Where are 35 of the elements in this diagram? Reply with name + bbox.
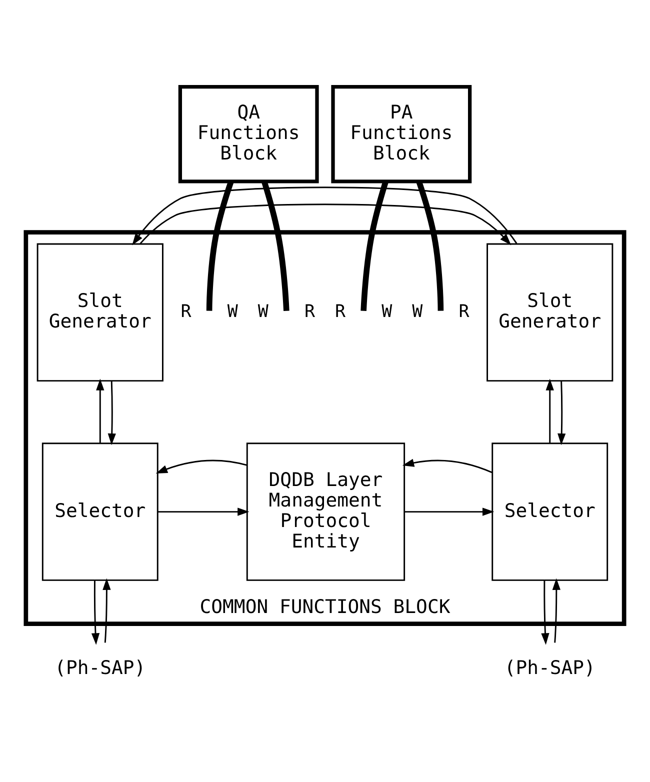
arrow bbox=[91, 580, 100, 645]
node-box: Slot Generator bbox=[36, 243, 164, 382]
node-box: Slot Generator bbox=[486, 243, 614, 382]
arrow bbox=[541, 580, 550, 645]
arrow bbox=[546, 378, 554, 443]
label: W bbox=[227, 302, 238, 322]
arrow bbox=[552, 578, 560, 643]
arrow bbox=[402, 458, 492, 474]
node-box: DQDB Layer Management Protocol Entity bbox=[246, 442, 406, 581]
label: R bbox=[458, 302, 470, 322]
connector bbox=[360, 181, 388, 311]
arrow bbox=[96, 378, 104, 443]
arrow bbox=[140, 204, 512, 246]
node-text: (Ph-SAP) bbox=[54, 656, 146, 679]
arrow bbox=[156, 460, 248, 474]
arrow bbox=[132, 186, 518, 246]
node-box: PA Functions Block bbox=[331, 85, 472, 184]
label: W bbox=[412, 302, 423, 322]
arrow bbox=[158, 508, 250, 516]
label: W bbox=[258, 302, 268, 322]
node-box: QA Functions Block bbox=[178, 85, 319, 184]
node-box: Selector bbox=[42, 442, 158, 581]
label: R bbox=[180, 302, 192, 322]
connector bbox=[416, 180, 444, 311]
connector bbox=[206, 180, 234, 311]
connector bbox=[262, 181, 290, 311]
label: R bbox=[335, 302, 346, 322]
arrow bbox=[102, 578, 111, 643]
node-text: (Ph-SAP) bbox=[504, 656, 596, 679]
arrow bbox=[404, 508, 494, 516]
node-box: Selector bbox=[492, 442, 608, 581]
label: R bbox=[304, 302, 315, 322]
arrow bbox=[558, 380, 566, 446]
label: W bbox=[382, 302, 392, 322]
arrow bbox=[108, 380, 116, 446]
